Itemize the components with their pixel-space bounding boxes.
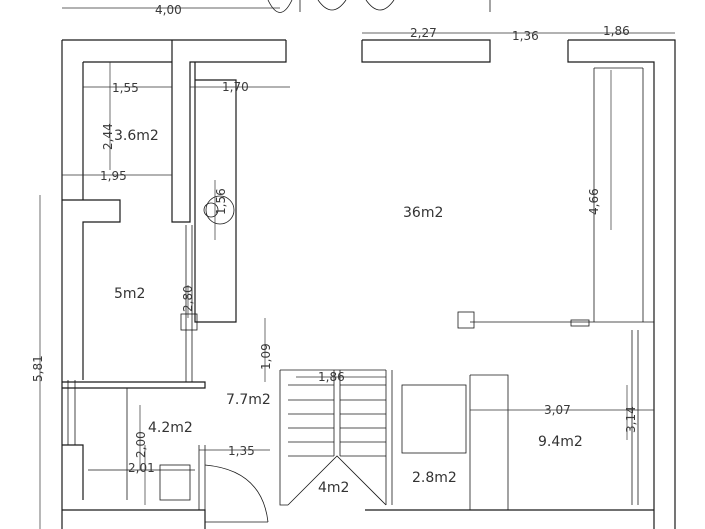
area-stair-landing: 7.7m2: [226, 392, 271, 408]
area-small-room: 2.8m2: [412, 470, 457, 486]
dim-left-room-height: 2,44: [101, 123, 115, 150]
area-living: 36m2: [403, 205, 443, 221]
dim-top-width: 4,00: [155, 3, 182, 17]
area-left-top: 3.6m2: [114, 128, 159, 144]
dim-hall-width: 1,70: [222, 80, 249, 94]
dim-corridor-height: 2,80: [181, 285, 195, 312]
dim-left-room-width: 1,55: [112, 81, 139, 95]
dim-step-height: 1,09: [259, 343, 273, 370]
dim-left-width-2: 1,95: [100, 169, 127, 183]
dimension-lines: [39, 7, 675, 529]
dim-left-total-height: 5,81: [31, 355, 45, 382]
dim-living-height: 4,66: [587, 188, 601, 215]
area-labels: 3.6m2 36m2 5m2 7.7m2 4.2m2 9.4m2 2.8m2 4…: [114, 128, 583, 496]
dim-right-room-height: 3,14: [624, 406, 638, 433]
outer-walls: [61, 39, 676, 529]
dim-bath-height: 2,00: [134, 431, 148, 458]
dim-bath-width: 2,01: [128, 461, 155, 475]
dim-column-height: 1,56: [214, 188, 228, 215]
dimension-labels: 4,00 2,27 1,36 1,86 1,55 1,70 2,44 1,95 …: [31, 3, 638, 475]
dim-window-a: 2,27: [410, 26, 437, 40]
area-right-room: 9.4m2: [538, 434, 583, 450]
partitions: [62, 0, 654, 523]
area-bath: 4.2m2: [148, 420, 193, 436]
area-stairs: 4m2: [318, 480, 349, 496]
dim-door-width: 1,35: [228, 444, 255, 458]
dim-window-b: 1,86: [603, 24, 630, 38]
area-left-mid: 5m2: [114, 286, 145, 302]
dim-stair-width: 1,86: [318, 370, 345, 384]
dim-right-room-width: 3,07: [544, 403, 571, 417]
dim-window-gap: 1,36: [512, 29, 539, 43]
